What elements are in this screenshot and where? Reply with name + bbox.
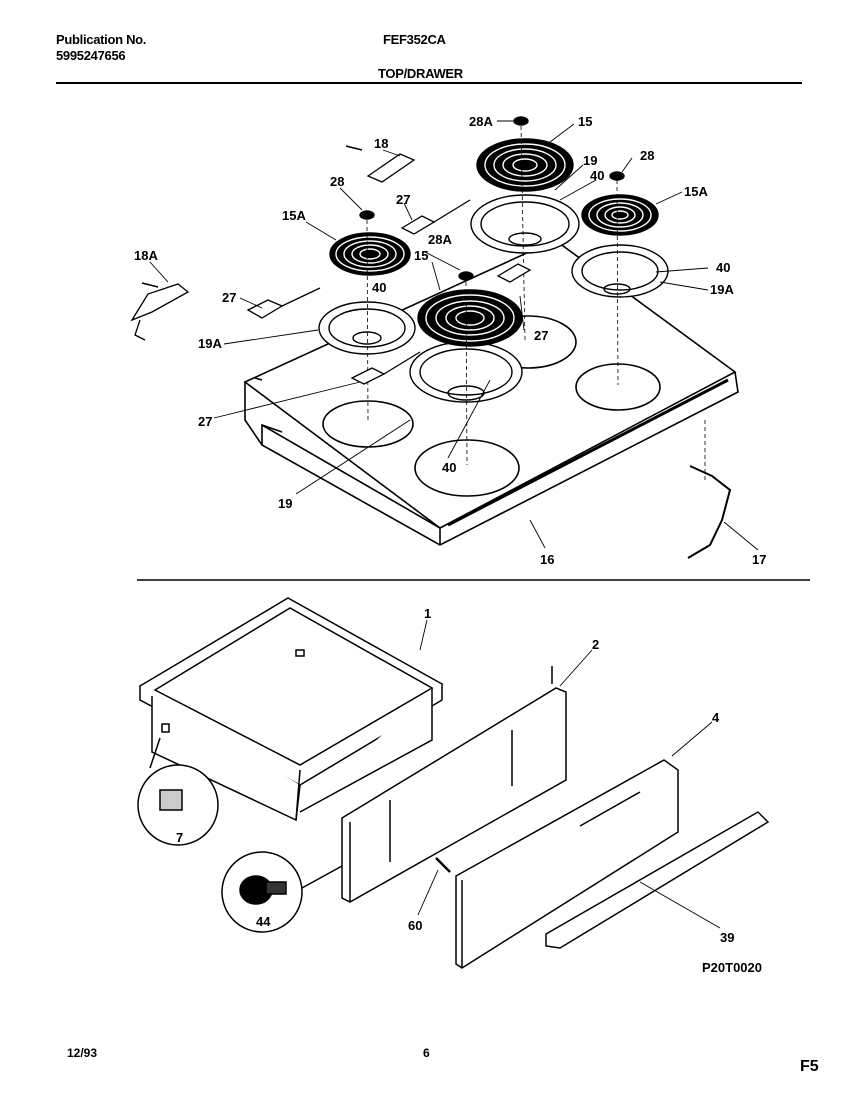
element-15A-right <box>571 171 669 298</box>
callout-labels: 28A 15 18 19 40 28 15A 27 28 15A 18A 27 … <box>134 114 766 975</box>
callout: 16 <box>540 552 554 567</box>
publication-label: Publication No. <box>56 32 147 47</box>
element-15-back <box>470 116 580 254</box>
callout: 44 <box>256 914 271 929</box>
callout: 19 <box>583 153 597 168</box>
section-title: TOP/DRAWER <box>378 66 463 81</box>
drawer-1 <box>138 597 444 822</box>
drawing-code: P20T0020 <box>702 960 762 975</box>
callout: 19A <box>198 336 222 351</box>
section-code: F5 <box>800 1058 819 1075</box>
screw-60 <box>435 857 451 873</box>
callout: 15A <box>282 208 306 223</box>
leader-lines <box>149 120 759 929</box>
receptacles <box>130 153 532 385</box>
model-number: FEF352CA <box>383 32 446 47</box>
screws <box>141 145 553 684</box>
callout: 39 <box>720 930 734 945</box>
footer-date: 12/93 <box>67 1046 98 1060</box>
callout: 27 <box>198 414 212 429</box>
handle-39 <box>545 811 770 949</box>
alignment-lines <box>366 125 706 480</box>
callout: 7 <box>176 830 183 845</box>
callout: 15 <box>414 248 428 263</box>
element-15-front <box>409 271 523 403</box>
detail-7 <box>137 737 219 846</box>
drawer-front-4 <box>455 759 679 969</box>
callout: 60 <box>408 918 422 933</box>
callout: 19 <box>278 496 292 511</box>
callout: 15 <box>578 114 592 129</box>
drawer-back-2 <box>341 687 567 903</box>
callout: 40 <box>372 280 386 295</box>
callout: 40 <box>716 260 730 275</box>
callout: 4 <box>712 710 720 725</box>
callout: 18 <box>374 136 388 151</box>
callout: 1 <box>424 606 431 621</box>
callout: 28 <box>640 148 654 163</box>
callout: 27 <box>534 328 548 343</box>
bracket-17 <box>687 465 732 559</box>
page-number: 6 <box>423 1046 430 1060</box>
callout: 2 <box>592 637 599 652</box>
publication-number: 5995247656 <box>56 48 126 63</box>
callout: 27 <box>222 290 236 305</box>
callout: 15A <box>684 184 708 199</box>
callout: 28A <box>428 232 452 247</box>
callout: 28A <box>469 114 493 129</box>
callout: 18A <box>134 248 158 263</box>
callout: 28 <box>330 174 344 189</box>
callout: 40 <box>590 168 604 183</box>
callout: 40 <box>442 460 456 475</box>
callout: 27 <box>396 192 410 207</box>
element-15A-left <box>318 210 416 355</box>
callout: 17 <box>752 552 766 567</box>
callout: 19A <box>710 282 734 297</box>
detail-44 <box>221 851 343 933</box>
